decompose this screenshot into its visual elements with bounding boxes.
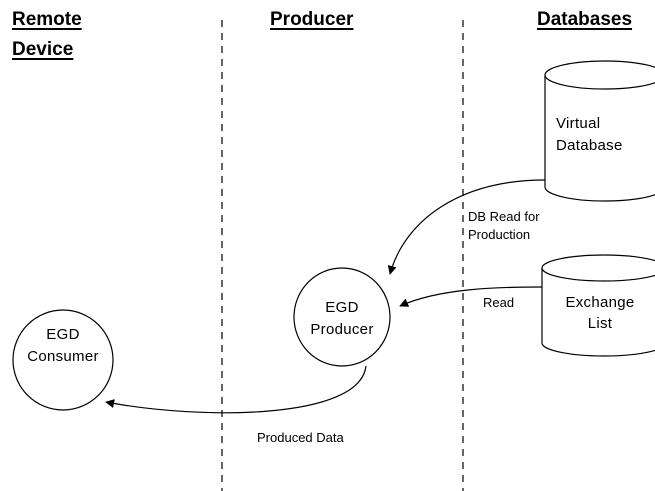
read-label: Read (483, 295, 515, 310)
egd-producer-label: EGD Producer (310, 299, 374, 338)
virtual-database-label: Virtual Database (556, 115, 623, 154)
db-read-label: DB Read for Production (468, 209, 540, 242)
exchange-list-cylinder (541, 254, 655, 357)
egd-consumer-label: EGD Consumer (27, 326, 99, 365)
virtual-database-cylinder (544, 60, 655, 202)
column-header-databases: Databases (537, 9, 633, 30)
produced-data-label: Produced Data (257, 430, 344, 445)
egd-consumer-node (12, 309, 114, 411)
exchange-list-label: Exchange List (565, 294, 635, 332)
db-read-arrow (387, 179, 546, 275)
egd-producer-node (293, 267, 391, 367)
read-arrow (399, 286, 543, 307)
column-header-producer: Producer (270, 9, 354, 30)
column-header-remote-device: Remote Device (12, 9, 82, 60)
produced-data-arrow (105, 365, 367, 414)
